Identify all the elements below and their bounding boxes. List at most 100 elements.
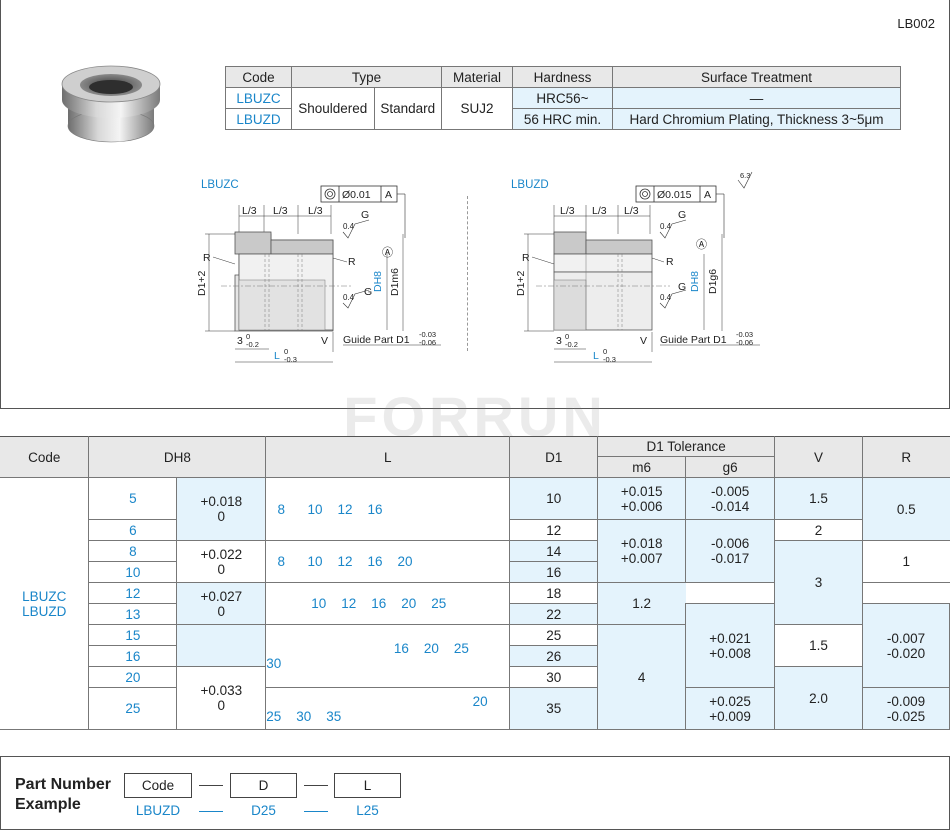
m6-tolerance: +0.021+0.008	[685, 603, 776, 688]
pn-value-l: L25	[356, 803, 379, 818]
svg-text:G: G	[678, 281, 686, 293]
datum-label: A	[385, 189, 392, 201]
spec-header-type: Type	[291, 66, 442, 88]
spec-header-material: Material	[441, 66, 513, 88]
svg-text:D1+2: D1+2	[196, 270, 208, 296]
svg-text:0.4: 0.4	[660, 293, 672, 302]
g6-tolerance: -0.009-0.025	[861, 687, 950, 730]
d-value: 13	[88, 603, 178, 625]
svg-text:-0.03: -0.03	[419, 330, 436, 339]
svg-text:-0.2: -0.2	[565, 340, 578, 349]
d1-value: 10	[509, 477, 599, 520]
d-value: 25	[88, 687, 178, 730]
svg-text:0.4: 0.4	[660, 222, 672, 231]
svg-text:D1m6: D1m6	[389, 268, 401, 296]
svg-text:0.4: 0.4	[343, 222, 355, 231]
svg-text:G: G	[678, 209, 686, 221]
svg-text:L/3: L/3	[624, 205, 639, 217]
header-l: L	[265, 436, 511, 478]
d1-value: 30	[509, 666, 599, 688]
svg-text:L/3: L/3	[273, 205, 288, 217]
svg-text:V: V	[321, 335, 328, 347]
spec-header-hardness: Hardness	[512, 66, 613, 88]
m6-tolerance: +0.015+0.006	[597, 477, 687, 520]
d-value: 6	[88, 519, 178, 541]
v-value: 3	[774, 540, 863, 625]
header-g6: g6	[685, 456, 776, 478]
svg-text:R: R	[203, 252, 211, 264]
svg-text:L/3: L/3	[308, 205, 323, 217]
part-number-panel: Part Number Example Code D L LBUZD D25 L…	[0, 756, 950, 830]
diagram-divider	[467, 196, 468, 351]
document-code: LB002	[897, 16, 935, 31]
header-d1-tolerance: D1 Tolerance	[597, 436, 776, 457]
g6-tolerance: -0.006-0.017	[685, 519, 776, 583]
m6-tolerance: +0.018+0.007	[597, 519, 687, 583]
svg-text:L: L	[274, 350, 280, 362]
svg-text:R: R	[522, 252, 530, 264]
diagram-lbuzc: LBUZC Ø0.01 A L/3 L/3 L/3 G 0.4 R	[196, 179, 441, 364]
svg-text:0: 0	[565, 332, 569, 341]
svg-text:G: G	[361, 209, 369, 221]
svg-text:3: 3	[237, 335, 243, 347]
v-value: 1.5	[774, 477, 863, 520]
r-value: 1.5	[774, 624, 863, 667]
svg-text:G: G	[364, 286, 372, 298]
svg-text:FORRUN: FORRUN	[343, 390, 607, 442]
d-value: 8	[88, 540, 178, 562]
svg-text:DH8: DH8	[689, 271, 701, 292]
surface-finish-icon	[737, 171, 753, 189]
svg-text:-0.2: -0.2	[246, 340, 259, 349]
d-tolerance	[176, 624, 267, 667]
spec-code: LBUZD	[225, 108, 292, 130]
header-code: Code	[0, 436, 90, 478]
header-dh8: DH8	[88, 436, 267, 478]
header-d1: D1	[509, 436, 599, 478]
svg-text:3: 3	[556, 335, 562, 347]
svg-text:V: V	[640, 335, 647, 347]
pn-separator	[304, 785, 328, 786]
surface-finish-value: 6.3	[740, 171, 750, 180]
spec-hardness: HRC56~	[512, 87, 613, 109]
svg-text:-0.3: -0.3	[284, 355, 297, 364]
d1-value: 26	[509, 645, 599, 667]
datum-circle-a: Ⓐ	[696, 238, 707, 251]
svg-text:L: L	[593, 350, 599, 362]
r-value: 2.0	[774, 666, 863, 730]
svg-text:0.4: 0.4	[343, 293, 355, 302]
pn-box-d: D	[230, 773, 297, 798]
pn-value-separator	[199, 811, 223, 812]
forrun-watermark: FORRUN	[343, 390, 607, 442]
spec-hardness: 56 HRC min.	[512, 108, 613, 130]
m6-tolerance: +0.025+0.009	[685, 687, 776, 730]
spec-surface: —	[612, 87, 901, 109]
d1-value: 14	[509, 540, 599, 562]
r-value: 0.5	[861, 477, 950, 541]
svg-text:0: 0	[284, 347, 288, 356]
d-value: 5	[88, 477, 178, 520]
diagram-lbuzd: LBUZD 6.3 Ø0.015 A L/3 L/3 L/3 G 0.4 R R	[511, 171, 760, 364]
svg-text:0: 0	[603, 347, 607, 356]
spec-code: LBUZC	[225, 87, 292, 109]
d-value: 12	[88, 582, 178, 604]
pn-value-d: D25	[251, 803, 276, 818]
datum-circle-a: Ⓐ	[382, 246, 393, 259]
header-v: V	[774, 436, 863, 478]
spec-surface: Hard Chromium Plating, Thickness 3~5μm	[612, 108, 901, 130]
d1-value: 12	[509, 519, 599, 541]
svg-text:-0.3: -0.3	[603, 355, 616, 364]
spec-header-code: Code	[225, 66, 292, 88]
svg-text:-0.03: -0.03	[736, 330, 753, 339]
svg-text:L/3: L/3	[592, 205, 607, 217]
v-value: 2	[774, 519, 863, 541]
v-value: 4	[597, 624, 687, 730]
svg-text:Guide Part D1: Guide Part D1	[660, 334, 727, 346]
header-m6: m6	[597, 456, 687, 478]
svg-text:Guide Part D1: Guide Part D1	[343, 334, 410, 346]
pn-box-code: Code	[124, 773, 192, 798]
svg-text:L/3: L/3	[242, 205, 257, 217]
specification-table: Code Type Material Hardness Surface Trea…	[225, 66, 901, 130]
